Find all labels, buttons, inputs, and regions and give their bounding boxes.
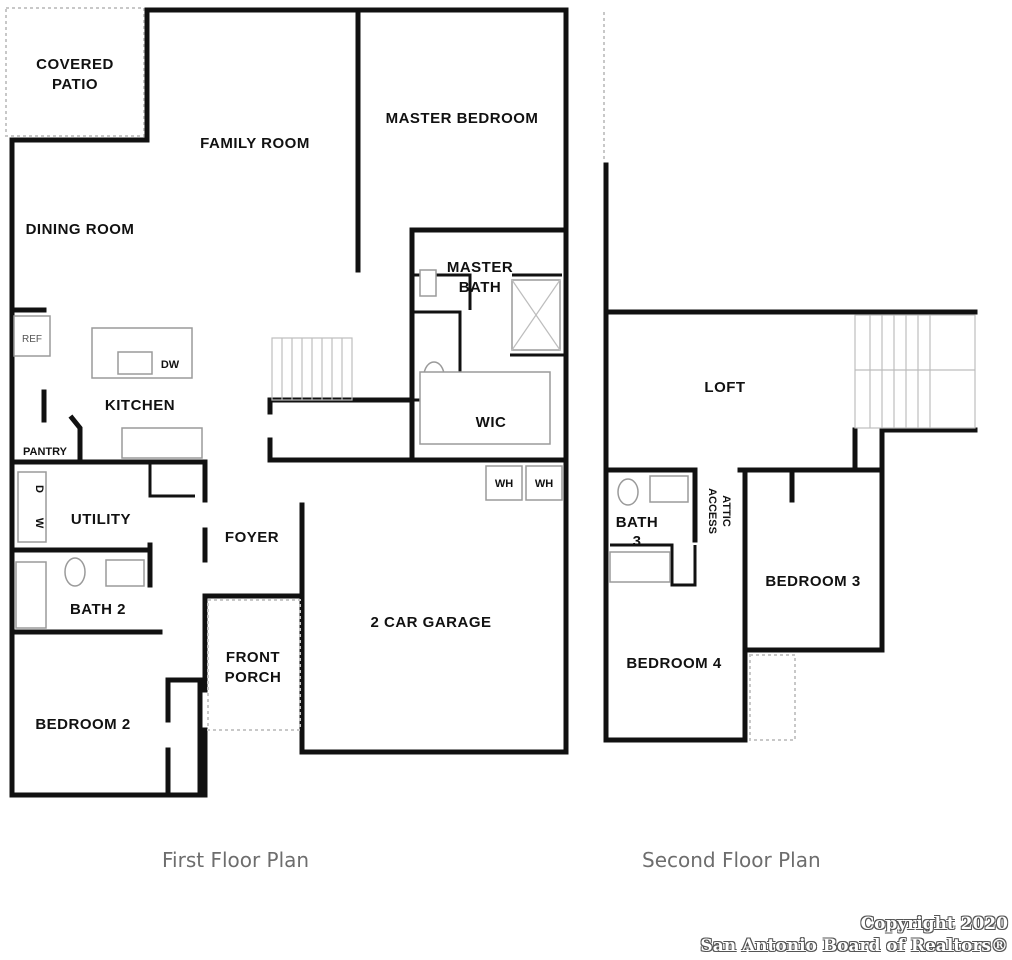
label-master-bath-line2: BATH — [459, 279, 502, 296]
label-wh-1: WH — [495, 478, 513, 490]
label-front-porch: FRONT — [226, 649, 280, 666]
label-dining-room: DINING ROOM — [26, 221, 135, 238]
label-foyer: FOYER — [225, 529, 279, 546]
label-dryer: D — [33, 485, 45, 493]
label-ref: REF — [22, 334, 42, 345]
first-floor-plan — [5, 7, 569, 798]
label-pantry: PANTRY — [23, 446, 68, 458]
label-washer: W — [33, 518, 45, 529]
label-wic: WIC — [476, 414, 507, 431]
label-master-bath: MASTER — [447, 259, 513, 276]
label-bath-3: BATH — [616, 514, 659, 531]
label-dw: DW — [161, 359, 180, 371]
label-master-bedroom: MASTER BEDROOM — [386, 110, 539, 127]
label-family-room: FAMILY ROOM — [200, 135, 310, 152]
label-utility: UTILITY — [71, 511, 131, 528]
label-bedroom-3: BEDROOM 3 — [765, 573, 860, 590]
label-covered-patio: COVERED — [36, 56, 114, 73]
second-floor-stairs — [854, 314, 976, 429]
label-attic: ATTIC — [720, 495, 732, 527]
label-bedroom-2: BEDROOM 2 — [35, 716, 130, 733]
label-covered-patio-line2: PATIO — [52, 76, 98, 93]
label-bath-2: BATH 2 — [70, 601, 126, 618]
first-floor-caption: First Floor Plan — [162, 848, 310, 872]
second-floor-caption: Second Floor Plan — [642, 848, 821, 872]
label-wh-2: WH — [535, 478, 553, 490]
label-garage: 2 CAR GARAGE — [370, 614, 491, 631]
second-floor-plan — [603, 12, 978, 743]
label-loft: LOFT — [704, 379, 745, 396]
label-front-porch-line2: PORCH — [225, 669, 282, 686]
first-floor-stairs — [271, 337, 353, 401]
label-bedroom-4: BEDROOM 4 — [626, 655, 722, 672]
copyright-line-2: San Antonio Board of Realtors® — [700, 936, 1008, 956]
label-kitchen: KITCHEN — [105, 397, 175, 414]
label-attic-access: ACCESS — [706, 488, 718, 534]
label-bath-3-line2: 3 — [633, 533, 642, 550]
copyright-line-1: Copyright 2020 — [860, 914, 1008, 934]
